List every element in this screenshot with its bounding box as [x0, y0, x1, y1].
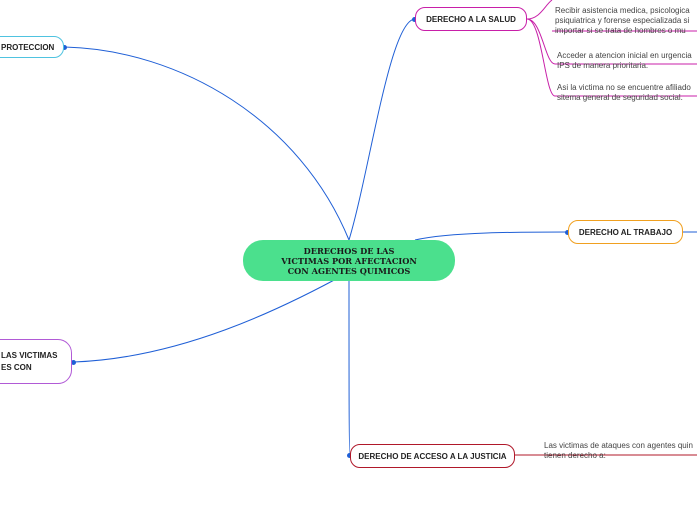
branch-trabajo-label: DERECHO AL TRABAJO	[578, 227, 673, 237]
link-trabajo	[414, 231, 569, 241]
salud-note-3-text: Asi la victima no se encuentre afiliado …	[557, 83, 691, 102]
link-victimas	[73, 271, 350, 363]
branch-proteccion-label: PROTECCION	[1, 42, 55, 52]
link-salud-notes	[526, 0, 556, 97]
justicia-note[interactable]: Las victimas de ataques con agentes quin…	[544, 431, 697, 461]
branch-salud[interactable]: DERECHO A LA SALUD	[415, 7, 527, 31]
branch-salud-label: DERECHO A LA SALUD	[426, 14, 516, 24]
link-proteccion	[64, 46, 350, 241]
branch-victimas-label: LAS VICTIMAS ES CON	[1, 350, 58, 372]
salud-note-1[interactable]: Recibir asistencia medica, psicologica p…	[555, 0, 697, 36]
branch-victimas[interactable]: LAS VICTIMAS ES CON	[0, 339, 72, 384]
connector-dot	[412, 16, 417, 22]
connector-dot	[565, 229, 570, 235]
branch-justicia-label: DERECHO DE ACCESO A LA JUSTICIA	[358, 451, 507, 461]
link-salud	[348, 18, 416, 241]
central-topic-label: DERECHOS DE LAS VICTIMAS POR AFECTACION …	[281, 245, 417, 276]
connector-dot	[62, 44, 67, 50]
connector-dot	[71, 359, 76, 365]
branch-proteccion[interactable]: PROTECCION	[0, 36, 64, 58]
branch-justicia[interactable]: DERECHO DE ACCESO A LA JUSTICIA	[350, 444, 515, 468]
link-justicia	[348, 280, 351, 456]
salud-note-2-text: Acceder a atencion inicial en urgencia I…	[557, 51, 692, 70]
salud-note-3[interactable]: Asi la victima no se encuentre afiliado …	[557, 73, 697, 103]
connector-dot	[347, 452, 352, 458]
justicia-note-text: Las victimas de ataques con agentes quin…	[544, 441, 693, 460]
central-topic[interactable]: DERECHOS DE LAS VICTIMAS POR AFECTACION …	[243, 240, 455, 281]
branch-trabajo[interactable]: DERECHO AL TRABAJO	[568, 220, 683, 244]
salud-note-1-text: Recibir asistencia medica, psicologica p…	[555, 6, 690, 35]
salud-note-2[interactable]: Acceder a atencion inicial en urgencia I…	[557, 41, 697, 71]
